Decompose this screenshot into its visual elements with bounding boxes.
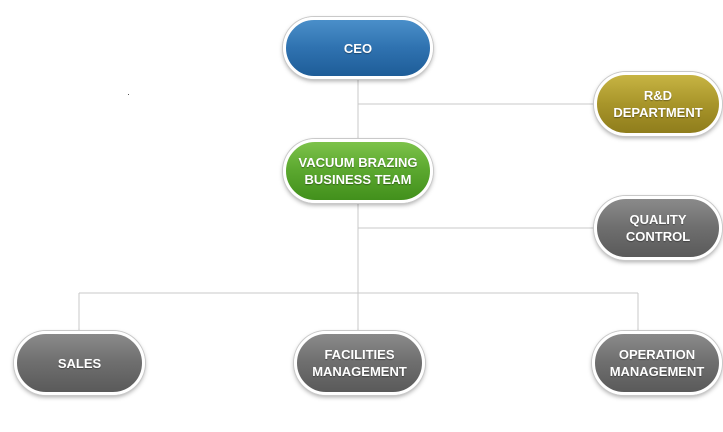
rnd-department-node[interactable]: R&D DEPARTMENT (594, 72, 722, 136)
operation-management-label: OPERATION MANAGEMENT (609, 347, 705, 379)
facilities-management-label: FACILITIES MANAGEMENT (312, 347, 407, 379)
ceo-label: CEO (343, 40, 373, 56)
quality-control-label: QUALITY CONTROL (625, 212, 691, 244)
vacuum-brazing-team-label: VACUUM BRAZING BUSINESS TEAM (298, 155, 418, 187)
vacuum-brazing-team-node[interactable]: VACUUM BRAZING BUSINESS TEAM (283, 139, 433, 203)
operation-management-node[interactable]: OPERATION MANAGEMENT (592, 331, 722, 395)
sales-node[interactable]: SALES (14, 331, 145, 395)
rnd-department-label: R&D DEPARTMENT (613, 88, 703, 120)
stray-dot (128, 94, 129, 95)
quality-control-node[interactable]: QUALITY CONTROL (594, 196, 722, 260)
sales-label: SALES (57, 355, 102, 371)
facilities-management-node[interactable]: FACILITIES MANAGEMENT (294, 331, 425, 395)
ceo-node[interactable]: CEO (283, 17, 433, 79)
